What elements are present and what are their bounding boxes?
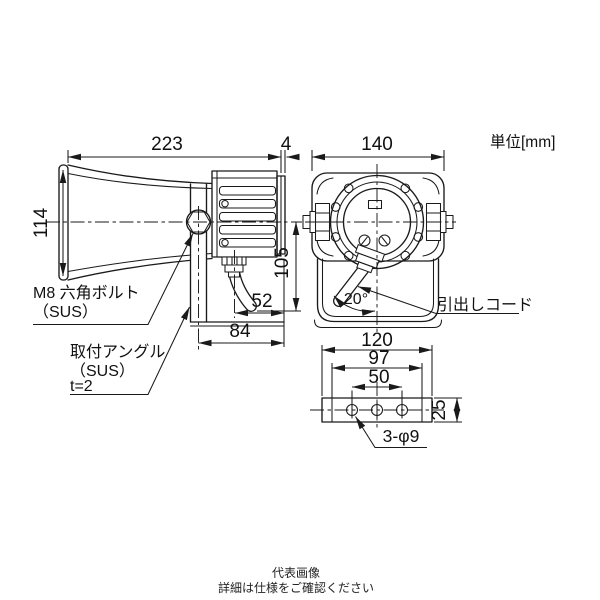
horn-top-outer [67,164,213,185]
plate-depth-dim: 25 [429,399,450,420]
rear-width-dim: 140 [361,134,393,155]
footer-line1: 代表画像 [272,566,320,580]
bracket-depth-dim: 84 [229,321,251,342]
rear-body [311,172,445,262]
fin-hole-upper [221,199,229,208]
bolt-label-line1: M8 六角ボルト [33,284,140,302]
hole-pitch-dim: 50 [368,367,389,388]
terminal-screws [358,234,391,247]
bolt-label-line2: （SUS） [33,303,98,321]
driver-fins [218,185,277,248]
bracket-label-line3: t=2 [70,378,93,395]
body-height-dim: 105 [272,247,293,279]
cord-label: 引出しコード [437,296,533,314]
corner-seam-tl [316,177,334,195]
bolt-hexagon [186,211,211,233]
bracket-label-line2: （SUS） [70,362,135,380]
rear-bracket [313,258,443,329]
side-width-dim: 223 [151,134,183,155]
footer-line2: 詳細は仕様をご確認ください [218,580,374,595]
rear-view [302,172,454,329]
driver-body [211,170,278,258]
cable-gland-side [221,256,247,278]
nameplate-window [367,199,383,210]
bracket-label-line1: 取付アングル [70,343,165,361]
flange-bolts [330,183,424,261]
center-lines [46,164,456,428]
dimensions [33,150,519,449]
plate-bend-width-dim: 97 [368,348,389,369]
leader-holes [355,416,427,449]
cord-offset-dim: 52 [251,291,272,312]
mouth-height-dim: 114 [31,207,52,238]
leader-m8-bolt [33,233,194,326]
side-rear-gap-dim: 4 [281,134,292,155]
corner-seam-tr [422,177,440,195]
annotations: 単位[mm] 223 4 140 114 105 52 84 M8 六角ボルト … [31,133,555,595]
corner-seam-bl [316,239,334,257]
horn-mouth [58,164,69,281]
corner-seam-br [422,239,440,257]
horn-top-inner [67,172,213,190]
leader-bracket [70,306,190,396]
leader-cord [357,286,519,315]
cord-rear [334,261,371,306]
dim-arc-20deg [333,295,376,316]
fin-hole-lower [221,238,229,247]
cord-angle-dim: 20° [344,291,368,308]
plate-outer-width-dim: 120 [361,330,393,351]
rear-foot-edge [313,319,443,329]
units-label: 単位[mm] [490,133,555,151]
holes-label: 3-φ9 [383,426,420,446]
